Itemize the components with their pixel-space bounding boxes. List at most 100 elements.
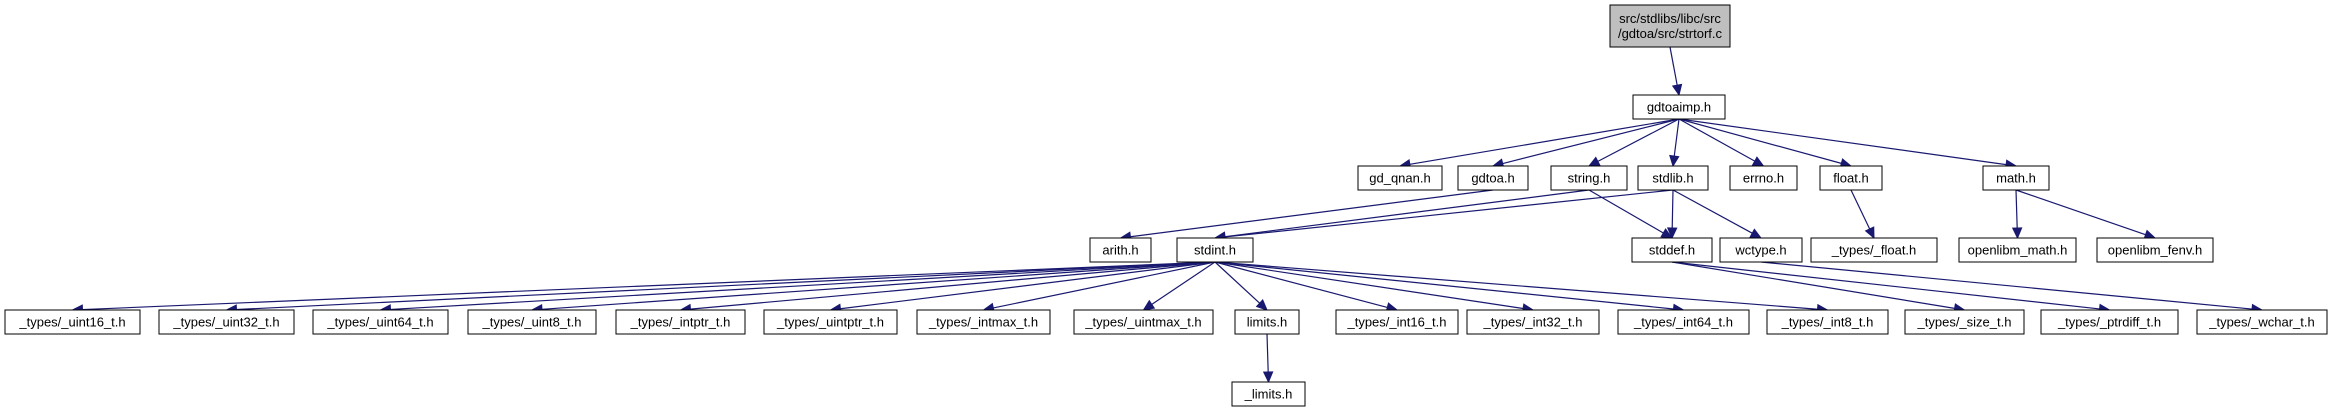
node-limits[interactable]: _limits.h	[1231, 381, 1306, 407]
node-label: string.h	[1568, 171, 1611, 186]
node-box	[1466, 309, 1600, 335]
arrowhead	[1587, 156, 1601, 167]
node-box	[1335, 309, 1459, 335]
edge-strtorf-to-gdtoaimp	[1669, 46, 1683, 97]
node-wctype[interactable]: wctype.h	[1719, 237, 1803, 263]
node-stdint[interactable]: stdint.h	[1176, 237, 1254, 263]
node-string[interactable]: string.h	[1550, 165, 1628, 191]
node-label: limits.h	[1247, 315, 1287, 330]
node-uint16[interactable]: _types/_uint16_t.h	[4, 309, 141, 335]
edge-gdtoaimp-to-gdtoa	[1491, 118, 1680, 169]
node-int32[interactable]: _types/_int32_t.h	[1466, 309, 1600, 335]
node-box	[1357, 165, 1443, 191]
node-int16[interactable]: _types/_int16_t.h	[1335, 309, 1459, 335]
node-box	[1632, 94, 1726, 120]
node-int8[interactable]: _types/_int8_t.h	[1766, 309, 1889, 335]
node-stdlib[interactable]: stdlib.h	[1637, 165, 1709, 191]
edge-line	[1671, 261, 1955, 309]
node-box	[1073, 309, 1214, 335]
node-box	[1550, 165, 1628, 191]
node-label: _types/_int32_t.h	[1482, 315, 1582, 330]
node-label: openlibm_fenv.h	[2108, 243, 2202, 258]
node-intptr[interactable]: _types/_intptr_t.h	[615, 309, 746, 335]
edge-line	[1214, 261, 1261, 304]
node-errno[interactable]: errno.h	[1729, 165, 1798, 191]
edge-line	[82, 261, 1216, 311]
edge-line	[1214, 261, 1524, 310]
node-label: _types/_float.h	[1831, 243, 1917, 258]
edge-line	[390, 261, 1216, 311]
node-label: _types/_intptr_t.h	[630, 315, 731, 330]
node-label: /gdtoa/src/strtorf.c	[1618, 26, 1723, 41]
node-openlibm-math[interactable]: openlibm_math.h	[1958, 237, 2077, 263]
edge-line	[1224, 189, 1590, 238]
arrowhead	[1660, 228, 1674, 239]
edge-line	[1669, 46, 1678, 86]
edge-line	[1266, 333, 1269, 373]
node-box	[1819, 165, 1883, 191]
node-box	[1729, 165, 1798, 191]
node-float[interactable]: float.h	[1819, 165, 1883, 191]
node-label: _types/_int16_t.h	[1346, 315, 1446, 330]
edge-math-to-openlibm-math	[2011, 189, 2023, 240]
node-uint64[interactable]: _types/_uint64_t.h	[312, 309, 449, 335]
edge-stdint-to-int8	[1214, 261, 1829, 315]
edge-stdlib-to-stdint	[1213, 189, 1674, 243]
node-intmax[interactable]: _types/_intmax_t.h	[916, 309, 1051, 335]
node-label: float.h	[1833, 171, 1868, 186]
edge-stdint-to-uint8	[530, 261, 1216, 315]
node-box	[1609, 4, 1731, 48]
node-label: _limits.h	[1244, 387, 1293, 402]
node-gd-qnan[interactable]: gd_qnan.h	[1357, 165, 1443, 191]
node-stddef[interactable]: stddef.h	[1631, 237, 1713, 263]
node-box	[1457, 165, 1529, 191]
edge-line	[541, 261, 1216, 310]
node-uintmax[interactable]: _types/_uintmax_t.h	[1073, 309, 1214, 335]
edge-stdlib-to-wctype	[1672, 189, 1763, 239]
node-limits[interactable]: limits.h	[1234, 309, 1300, 335]
edge-line	[1214, 261, 1674, 310]
edge-float-to-types-float	[1850, 189, 1875, 240]
node-uint8[interactable]: _types/_uint8_t.h	[467, 309, 597, 335]
edge-stdint-to-uintmax	[1142, 261, 1216, 311]
edge-line	[690, 261, 1216, 310]
edge-line	[1671, 189, 1674, 229]
node-label: stdint.h	[1194, 243, 1236, 258]
edge-gdtoaimp-to-float	[1678, 118, 1853, 169]
node-box	[2040, 309, 2179, 335]
node-box	[158, 309, 295, 335]
arrowhead	[1666, 227, 1678, 240]
node-arith[interactable]: arith.h	[1089, 237, 1152, 263]
node-box	[2196, 309, 2328, 335]
node-label: _types/_uintptr_t.h	[776, 315, 884, 330]
node-wchar[interactable]: _types/_wchar_t.h	[2196, 309, 2328, 335]
edge-line	[1502, 118, 1680, 165]
node-ptrdiff[interactable]: _types/_ptrdiff_t.h	[2040, 309, 2179, 335]
edge-line	[1224, 189, 1674, 238]
node-label: _types/_uint16_t.h	[18, 315, 125, 330]
node-label: _types/_ptrdiff_t.h	[2057, 315, 2161, 330]
node-gdtoaimp[interactable]: gdtoaimp.h	[1632, 94, 1726, 120]
node-size[interactable]: _types/_size_t.h	[1904, 309, 2025, 335]
node-math[interactable]: math.h	[1982, 165, 2050, 191]
node-int64[interactable]: _types/_int64_t.h	[1617, 309, 1750, 335]
edge-gdtoa-to-arith	[1119, 189, 1494, 242]
node-box	[1231, 381, 1306, 407]
node-box	[1982, 165, 2050, 191]
edge-line	[1151, 261, 1216, 305]
edge-line	[1673, 118, 1680, 157]
node-openlibm-fenv[interactable]: openlibm_fenv.h	[2096, 237, 2214, 263]
edge-gdtoaimp-to-errno	[1678, 118, 1765, 167]
edge-stdlib-to-stddef	[1666, 189, 1678, 240]
node-gdtoa[interactable]: gdtoa.h	[1457, 165, 1529, 191]
node-uint32[interactable]: _types/_uint32_t.h	[158, 309, 295, 335]
node-box	[1617, 309, 1750, 335]
node-box	[1637, 165, 1709, 191]
edge-line	[1678, 118, 2007, 166]
node-uintptr[interactable]: _types/_uintptr_t.h	[763, 309, 898, 335]
node-label: _types/_uint32_t.h	[172, 315, 279, 330]
node-types-float[interactable]: _types/_float.h	[1810, 237, 1938, 263]
edge-wctype-to-wchar	[1760, 261, 2264, 315]
node-label: openlibm_math.h	[1968, 243, 2068, 258]
